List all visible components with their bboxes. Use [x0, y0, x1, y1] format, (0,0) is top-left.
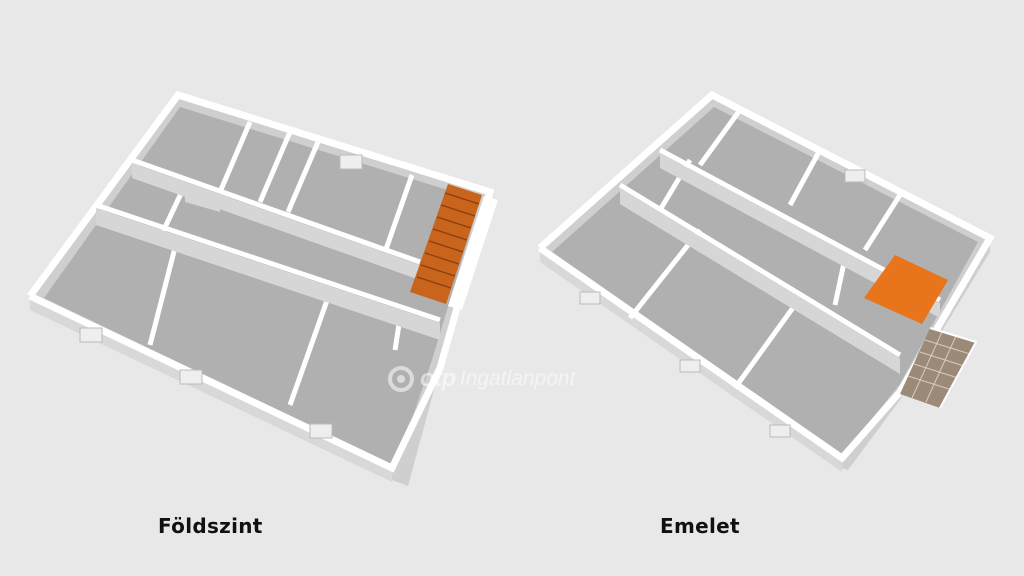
ground-stairs — [410, 184, 498, 310]
watermark: otp Ingatlanpont — [386, 364, 575, 394]
watermark-brand: otp — [420, 365, 456, 392]
ground-floor-label: Földszint — [158, 514, 263, 538]
ground-floor-surface — [44, 107, 480, 466]
upper-stair-opening — [864, 255, 948, 324]
upper-floor-plan — [537, 90, 995, 472]
upper-outer-wall-top — [537, 90, 995, 463]
upper-interior-walls — [618, 108, 942, 390]
otp-logo-icon — [388, 366, 414, 392]
upper-wall-faces — [620, 153, 940, 374]
watermark-text: Ingatlanpont — [459, 367, 576, 390]
upper-windows — [579, 169, 866, 438]
upper-floor-label: Emelet — [660, 514, 740, 538]
ground-windows — [79, 154, 363, 439]
upper-balcony — [900, 327, 978, 409]
ground-floor-plan — [27, 90, 498, 486]
ground-wall-faces — [96, 163, 440, 340]
